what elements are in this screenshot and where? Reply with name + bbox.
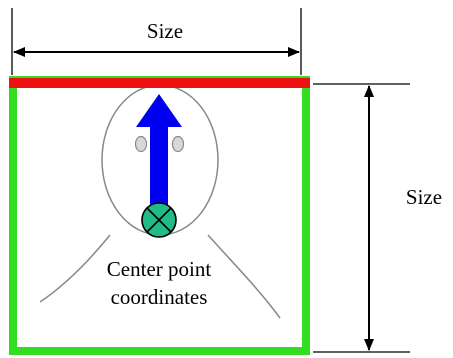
- height-size-label: Size: [406, 185, 442, 209]
- top-dimension: Size: [11, 8, 302, 75]
- top-edge-marker: [9, 78, 310, 88]
- circle-cross-icon: [141, 202, 177, 238]
- right-eye: [171, 135, 185, 153]
- face-outline-icon: [39, 84, 281, 319]
- up-arrow-icon: [136, 94, 182, 208]
- center-label-line2: coordinates: [111, 285, 208, 309]
- left-shoulder-outline: [39, 234, 111, 303]
- arrow-shaft: [150, 126, 168, 208]
- left-eye: [134, 135, 148, 153]
- right-dimension: Size: [313, 83, 442, 353]
- right-shoulder-outline: [207, 234, 281, 319]
- center-cross-line-2: [146, 207, 172, 233]
- center-label-line1: Center point: [107, 257, 212, 281]
- width-size-label: Size: [147, 19, 183, 43]
- arrow-head: [136, 94, 182, 127]
